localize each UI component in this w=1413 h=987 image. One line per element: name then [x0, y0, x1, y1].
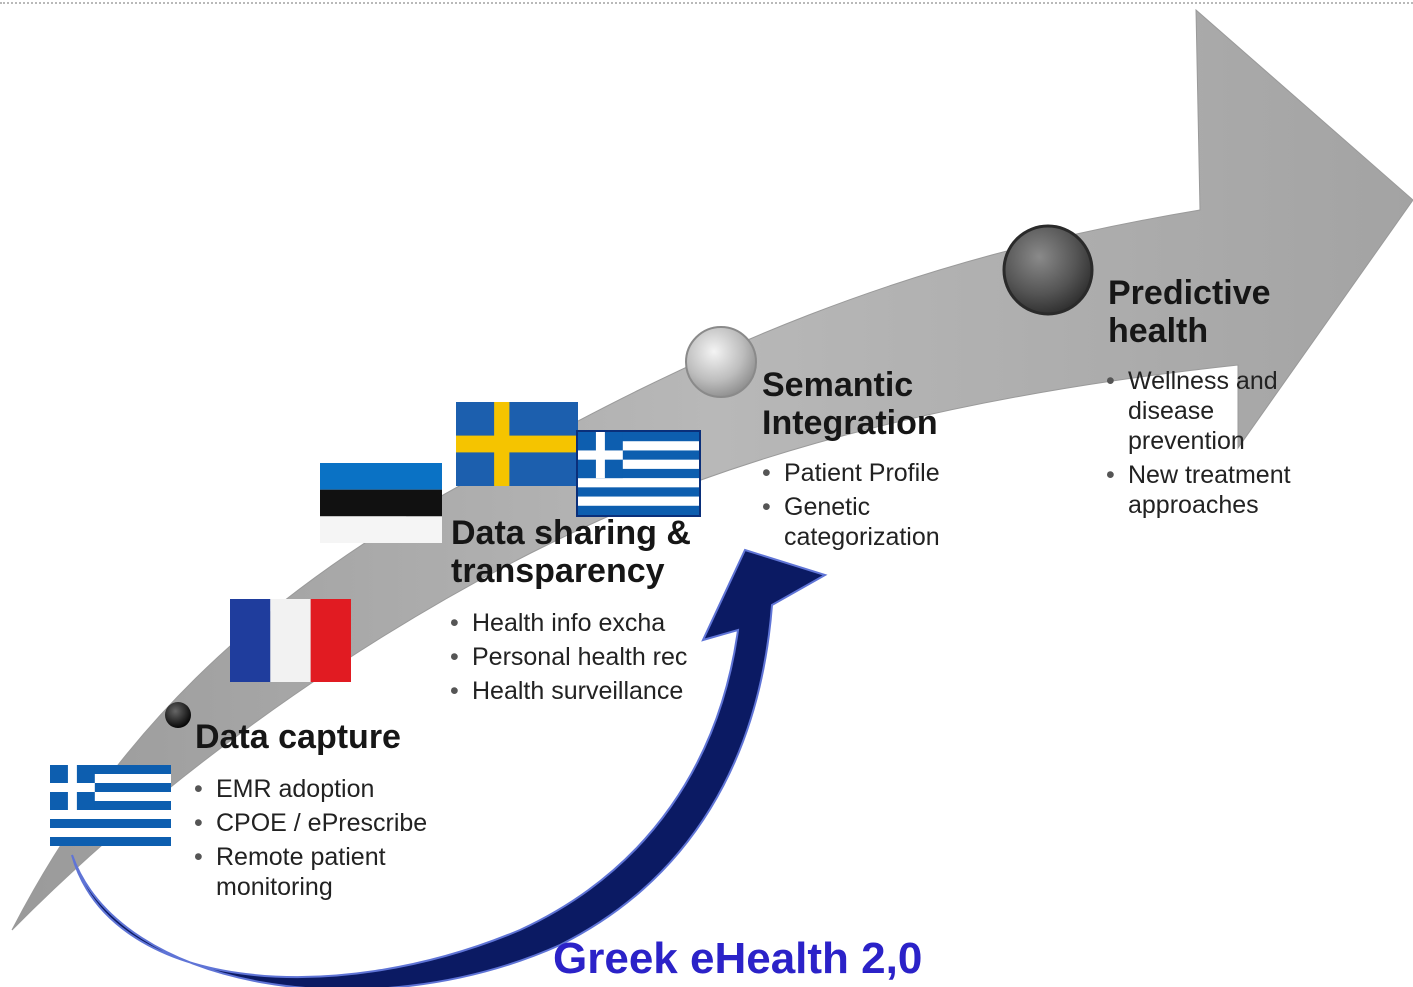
- diagram-caption: Greek eHealth 2,0: [553, 934, 923, 983]
- bullet-item: Remote patient monitoring: [194, 842, 416, 902]
- data-capture-bullets: EMR adoption CPOE / ePrescribe Remote pa…: [194, 774, 454, 906]
- bullet-item: Health info excha: [450, 608, 710, 638]
- greece-flag: [576, 430, 701, 517]
- predictive-health-knob: [1002, 224, 1094, 316]
- loop-arrow: [71, 548, 828, 987]
- greece-flag: [50, 765, 171, 846]
- predictive-health-bullets: Wellness and disease prevention New trea…: [1106, 366, 1311, 524]
- title-line: Semantic: [762, 366, 914, 404]
- bullet-item: New treatment approaches: [1106, 460, 1313, 520]
- semantic-integration-title: Semantic Integration: [762, 366, 938, 442]
- top-dotted-divider: [0, 2, 1413, 4]
- title-line: transparency: [451, 552, 665, 590]
- bullet-item: Wellness and disease prevention: [1106, 366, 1293, 456]
- bullet-item: Patient Profile: [762, 458, 962, 488]
- bullet-item: Personal health rec: [450, 642, 710, 672]
- title-line: Integration: [762, 404, 938, 442]
- title-line: Data capture: [195, 718, 401, 756]
- title-line: Data sharing &: [451, 514, 691, 552]
- data-sharing-bullets: Health info excha Personal health rec He…: [450, 608, 710, 710]
- estonia-flag: [320, 463, 442, 543]
- semantic-integration-bullets: Patient Profile Genetic categorization: [762, 458, 962, 556]
- predictive-health-title: Predictive health: [1108, 274, 1271, 350]
- title-line: health: [1108, 312, 1209, 350]
- data-capture-knob: [165, 702, 191, 728]
- data-capture-title: Data capture: [195, 718, 401, 756]
- bullet-item: Health surveillance: [450, 676, 710, 706]
- bullet-item: CPOE / ePrescribe: [194, 808, 454, 838]
- semantic-integration-knob: [685, 326, 757, 398]
- data-sharing-title: Data sharing & transparency: [451, 514, 691, 590]
- bullet-item: EMR adoption: [194, 774, 454, 804]
- sweden-flag: [456, 402, 578, 486]
- france-flag: [230, 599, 351, 682]
- bullet-item: Genetic categorization: [762, 492, 954, 552]
- title-line: Predictive: [1108, 274, 1271, 312]
